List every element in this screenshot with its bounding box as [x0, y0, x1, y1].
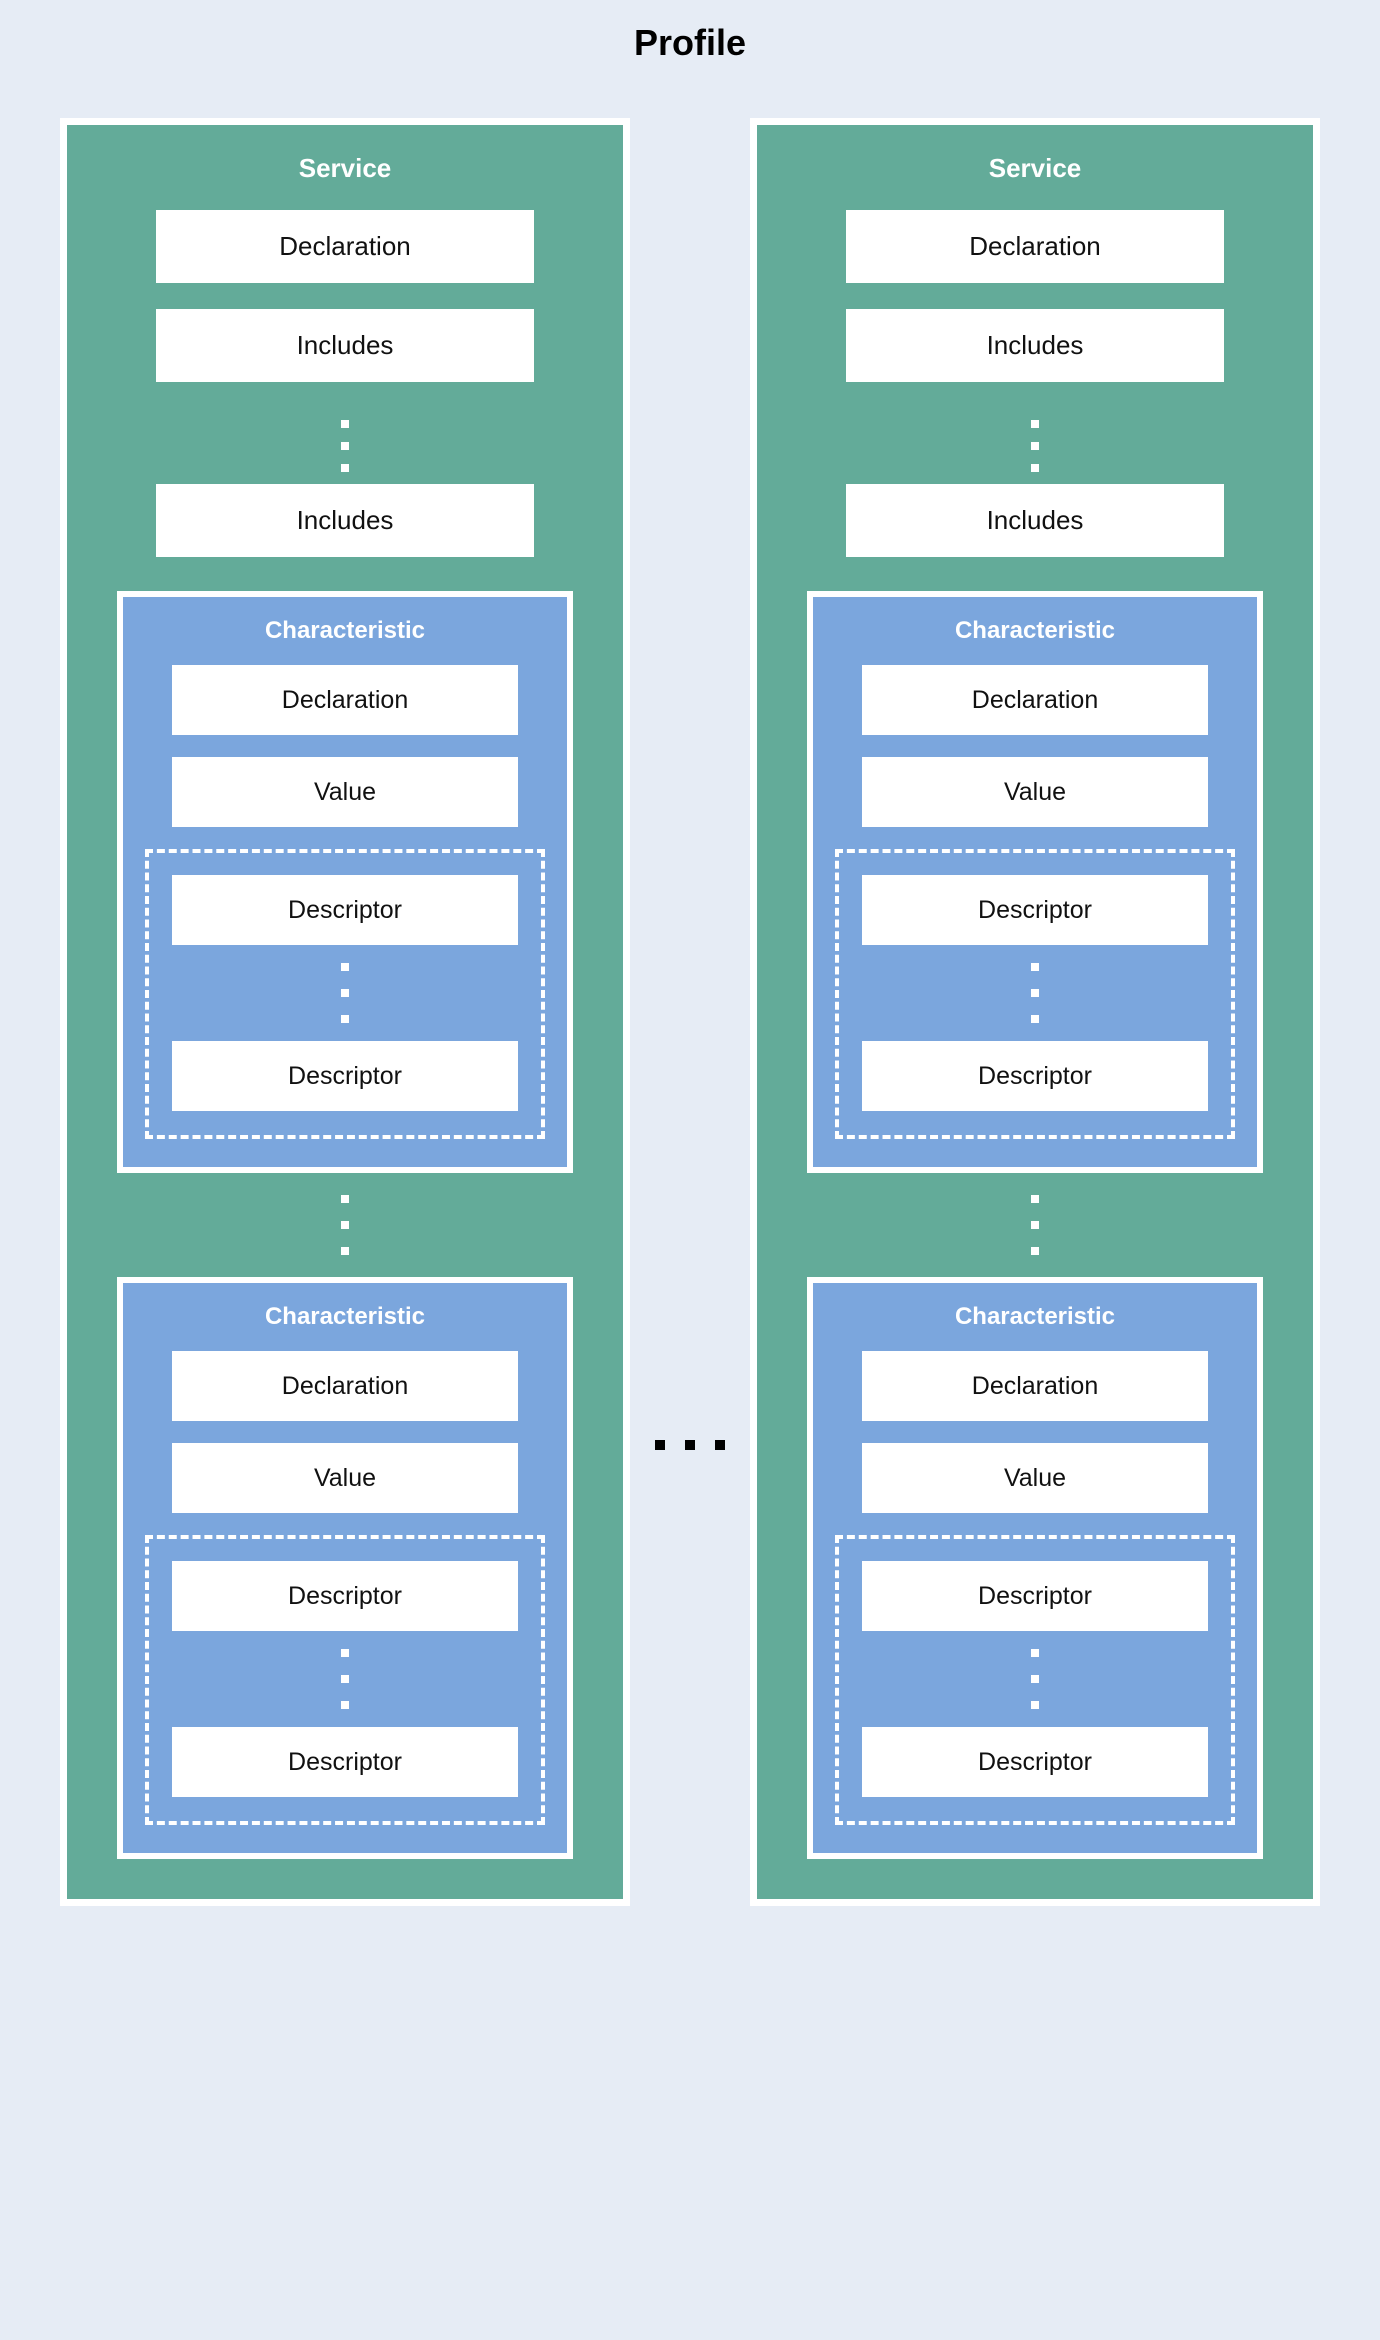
ellipsis-dot: [341, 1701, 349, 1709]
descriptor-box: Descriptor: [172, 1727, 518, 1797]
ellipsis-dot: [1031, 963, 1039, 971]
descriptor-group: Descriptor Descriptor: [145, 849, 545, 1139]
page-title: Profile: [633, 22, 747, 63]
services-row: Service Declaration Includes Includes Ch…: [0, 118, 1380, 1906]
descriptor-group: Descriptor Descriptor: [835, 1535, 1235, 1825]
characteristic-declaration-box: Declaration: [862, 1351, 1208, 1421]
service-includes-ellipsis: [757, 408, 1313, 484]
descriptor-ellipsis: [839, 1631, 1231, 1727]
ellipsis-dot: [1031, 1195, 1039, 1203]
ellipsis-dot: [341, 989, 349, 997]
service-declaration-box: Declaration: [846, 210, 1224, 283]
ellipsis-dot: [341, 963, 349, 971]
ellipsis-dot: [1031, 420, 1039, 428]
descriptor-box: Descriptor: [862, 1041, 1208, 1111]
descriptor-ellipsis: [839, 945, 1231, 1041]
ellipsis-dot: [1031, 1649, 1039, 1657]
descriptor-group: Descriptor Descriptor: [835, 849, 1235, 1139]
service-includes-ellipsis: [67, 408, 623, 484]
characteristic-block: Characteristic Declaration Value Descrip…: [117, 591, 573, 1173]
service-includes-box: Includes: [846, 309, 1224, 382]
ellipsis-dot: [685, 1440, 695, 1450]
ellipsis-dot: [341, 1675, 349, 1683]
ellipsis-dot: [1031, 442, 1039, 450]
descriptor-box: Descriptor: [862, 1727, 1208, 1797]
characteristic-title: Characteristic: [264, 617, 426, 644]
characteristic-declaration-box: Declaration: [172, 1351, 518, 1421]
characteristic-title: Characteristic: [954, 617, 1116, 644]
service-title: Service: [298, 153, 392, 183]
characteristic-title: Characteristic: [264, 1303, 426, 1330]
ellipsis-dot: [1031, 1247, 1039, 1255]
ellipsis-dot: [341, 1221, 349, 1229]
characteristic-value-box: Value: [172, 1443, 518, 1513]
ellipsis-dot: [1031, 1221, 1039, 1229]
ellipsis-dot: [341, 1247, 349, 1255]
descriptor-ellipsis: [149, 1631, 541, 1727]
ellipsis-dot: [341, 1015, 349, 1023]
service-includes-box: Includes: [846, 484, 1224, 557]
services-gap: [630, 118, 750, 1906]
service-block-right: Service Declaration Includes Includes Ch…: [750, 118, 1320, 1906]
characteristic-value-box: Value: [862, 757, 1208, 827]
ellipsis-dot: [341, 464, 349, 472]
ellipsis-dot: [1031, 1015, 1039, 1023]
ellipsis-dot: [1031, 1675, 1039, 1683]
characteristic-declaration-box: Declaration: [862, 665, 1208, 735]
characteristic-value-box: Value: [862, 1443, 1208, 1513]
characteristic-ellipsis: [757, 1173, 1313, 1277]
ellipsis-dot: [1031, 989, 1039, 997]
characteristic-ellipsis: [67, 1173, 623, 1277]
descriptor-box: Descriptor: [172, 875, 518, 945]
ellipsis-dot: [341, 420, 349, 428]
characteristic-block: Characteristic Declaration Value Descrip…: [807, 1277, 1263, 1859]
service-title: Service: [988, 153, 1082, 183]
characteristic-value-box: Value: [172, 757, 518, 827]
services-horizontal-ellipsis: [630, 1440, 750, 1450]
service-block-left: Service Declaration Includes Includes Ch…: [60, 118, 630, 1906]
descriptor-group: Descriptor Descriptor: [145, 1535, 545, 1825]
characteristic-declaration-box: Declaration: [172, 665, 518, 735]
ellipsis-dot: [341, 1195, 349, 1203]
descriptor-ellipsis: [149, 945, 541, 1041]
service-declaration-box: Declaration: [156, 210, 534, 283]
characteristic-block: Characteristic Declaration Value Descrip…: [117, 1277, 573, 1859]
ellipsis-dot: [655, 1440, 665, 1450]
characteristic-title: Characteristic: [954, 1303, 1116, 1330]
descriptor-box: Descriptor: [172, 1041, 518, 1111]
ellipsis-dot: [1031, 1701, 1039, 1709]
ellipsis-dot: [1031, 464, 1039, 472]
characteristic-block: Characteristic Declaration Value Descrip…: [807, 591, 1263, 1173]
descriptor-box: Descriptor: [862, 1561, 1208, 1631]
ellipsis-dot: [715, 1440, 725, 1450]
ellipsis-dot: [341, 1649, 349, 1657]
service-includes-box: Includes: [156, 309, 534, 382]
descriptor-box: Descriptor: [862, 875, 1208, 945]
descriptor-box: Descriptor: [172, 1561, 518, 1631]
service-includes-box: Includes: [156, 484, 534, 557]
ellipsis-dot: [341, 442, 349, 450]
